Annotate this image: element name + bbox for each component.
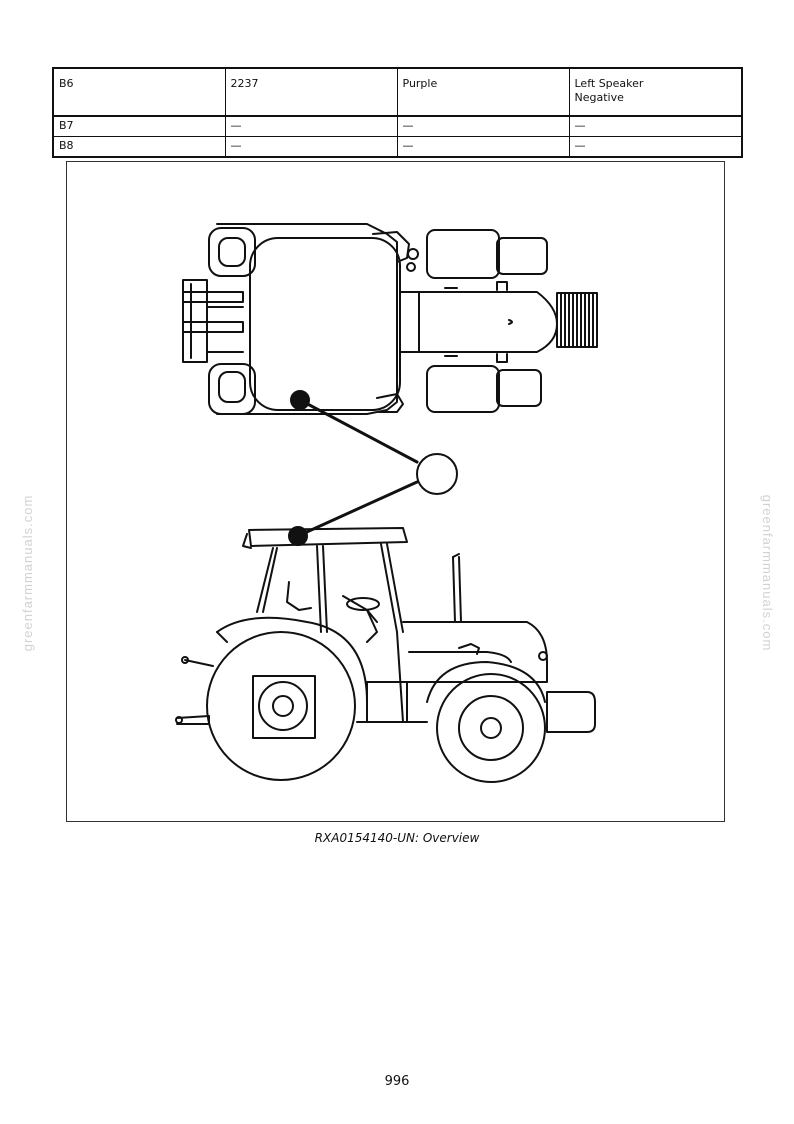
watermark-left: greenfarmmanuals.com [20, 494, 35, 652]
wire-color-cell: Purple [396, 67, 570, 117]
tractor-line-drawing-icon [175, 223, 598, 783]
tractor-top-view [182, 223, 598, 415]
figure-caption: RXA0154140-UN: Overview [314, 831, 480, 845]
function-cell: — [568, 115, 743, 137]
connector-cell: B7 [52, 115, 226, 137]
figure-frame [66, 161, 725, 822]
table-row: B8 — — — [52, 136, 743, 158]
watermark-right: greenfarmmanuals.com [760, 494, 775, 652]
wire-number-cell: — [224, 136, 398, 158]
wire-color-cell: — [396, 136, 570, 158]
wire-number-cell: 2237 [224, 67, 398, 117]
connector-cell: B8 [52, 136, 226, 158]
wire-number-cell: — [224, 115, 398, 137]
page-number: 996 [384, 1074, 410, 1089]
function-line-1: Left Speaker [574, 77, 644, 90]
wire-color-cell: — [396, 115, 570, 137]
tractor-side-view [175, 527, 596, 783]
table-row: B7 — — — [52, 115, 743, 137]
function-cell: — [568, 136, 743, 158]
connector-cell: B6 [52, 67, 226, 117]
function-line-2: Negative [574, 91, 624, 104]
location-callout [288, 390, 458, 546]
